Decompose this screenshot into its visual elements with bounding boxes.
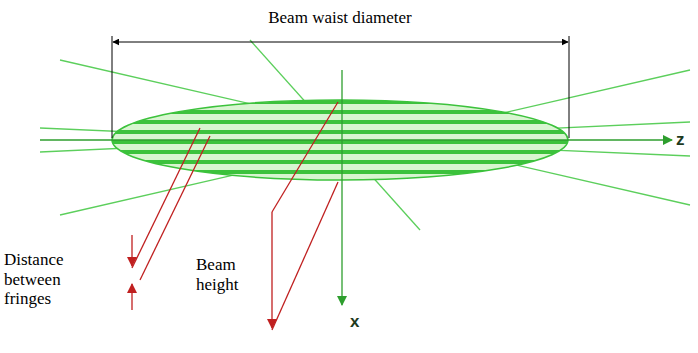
dimension-label: Beam waist diameter xyxy=(190,8,490,28)
height-callout xyxy=(272,102,338,330)
axis-label: z xyxy=(676,130,694,150)
z-axis xyxy=(40,139,672,140)
callout-label: Beam height xyxy=(196,255,258,294)
axis-label: x xyxy=(350,312,368,332)
waist-dimension xyxy=(112,36,569,138)
x-axis xyxy=(341,70,342,305)
laser-beams xyxy=(40,40,690,230)
callout-label: Distance between fringes xyxy=(4,250,104,309)
